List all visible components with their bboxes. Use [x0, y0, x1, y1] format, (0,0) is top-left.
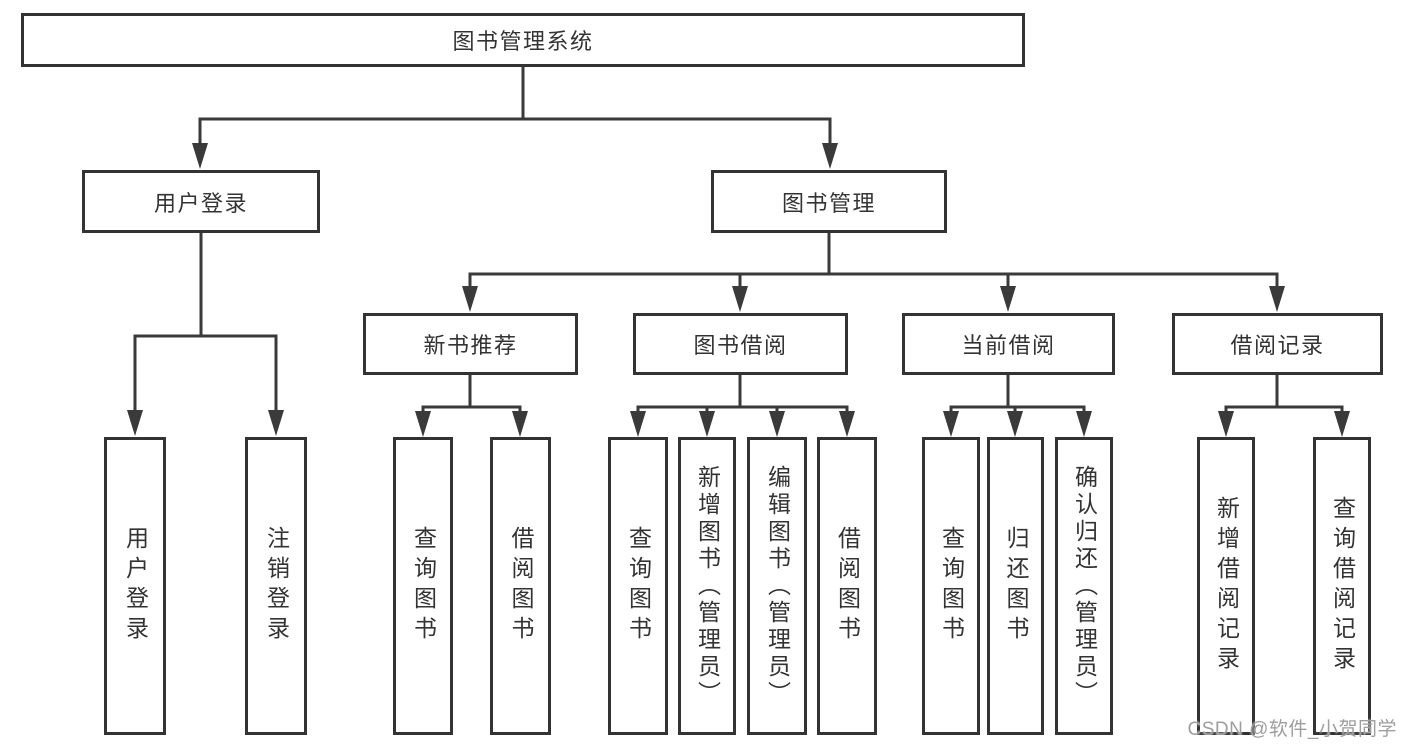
leaf-add-borrow-record: 新增借阅记录: [1197, 437, 1255, 735]
leaf-borrow-books: 借阅图书: [817, 437, 877, 735]
node-new-book-recommend: 新书推荐: [363, 313, 578, 375]
node-book-management: 图书管理: [711, 170, 947, 233]
leaf-query-borrow-record-label: 查询借阅记录: [1329, 496, 1356, 676]
leaf-query-books-borrow-label: 查询图书: [625, 526, 652, 646]
leaf-logout: 注销登录: [245, 437, 307, 735]
leaf-return-book-label: 归还图书: [1003, 526, 1029, 646]
node-borrow-records-label: 借阅记录: [1230, 333, 1325, 358]
leaf-user-login-label: 用户登录: [122, 526, 149, 646]
csdn-watermark: CSDN @软件_小贺同学: [1187, 719, 1397, 740]
node-user-login-label: 用户登录: [153, 190, 248, 216]
leaf-add-book-admin: 新增图书（管理员）: [678, 437, 736, 735]
node-new-book-recommend-label: 新书推荐: [423, 333, 518, 358]
leaf-query-books-recommend: 查询图书: [393, 437, 453, 735]
leaf-return-book: 归还图书: [987, 437, 1044, 735]
node-root: 图书管理系统: [21, 13, 1025, 67]
node-book-management-label: 图书管理: [781, 190, 876, 216]
node-borrow-records: 借阅记录: [1172, 313, 1383, 375]
leaf-edit-book-admin-label: 编辑图书（管理员）: [764, 464, 791, 708]
leaf-confirm-return-admin-label: 确认归还（管理员）: [1071, 464, 1098, 708]
leaf-borrow-books-recommend: 借阅图书: [490, 437, 551, 735]
leaf-borrow-books-label: 借阅图书: [834, 526, 861, 646]
leaf-query-books-recommend-label: 查询图书: [410, 526, 437, 646]
leaf-borrow-books-recommend-label: 借阅图书: [508, 526, 534, 646]
leaf-add-book-admin-label: 新增图书（管理员）: [694, 464, 721, 708]
leaf-query-borrow-record: 查询借阅记录: [1313, 437, 1371, 735]
node-book-borrow: 图书借阅: [633, 313, 848, 375]
node-current-borrow-label: 当前借阅: [961, 333, 1056, 358]
leaf-logout-label: 注销登录: [263, 526, 290, 646]
leaf-add-borrow-record-label: 新增借阅记录: [1213, 496, 1240, 676]
leaf-query-books-borrow: 查询图书: [608, 437, 668, 735]
node-user-login: 用户登录: [82, 170, 320, 233]
leaf-query-books-current-label: 查询图书: [938, 526, 965, 646]
leaf-query-books-current: 查询图书: [922, 437, 980, 735]
node-root-label: 图书管理系统: [452, 29, 594, 54]
leaf-edit-book-admin: 编辑图书（管理员）: [747, 437, 807, 735]
node-book-borrow-label: 图书借阅: [693, 333, 788, 358]
leaf-confirm-return-admin: 确认归还（管理员）: [1055, 437, 1113, 735]
leaf-user-login: 用户登录: [104, 437, 166, 735]
node-current-borrow: 当前借阅: [902, 313, 1115, 375]
